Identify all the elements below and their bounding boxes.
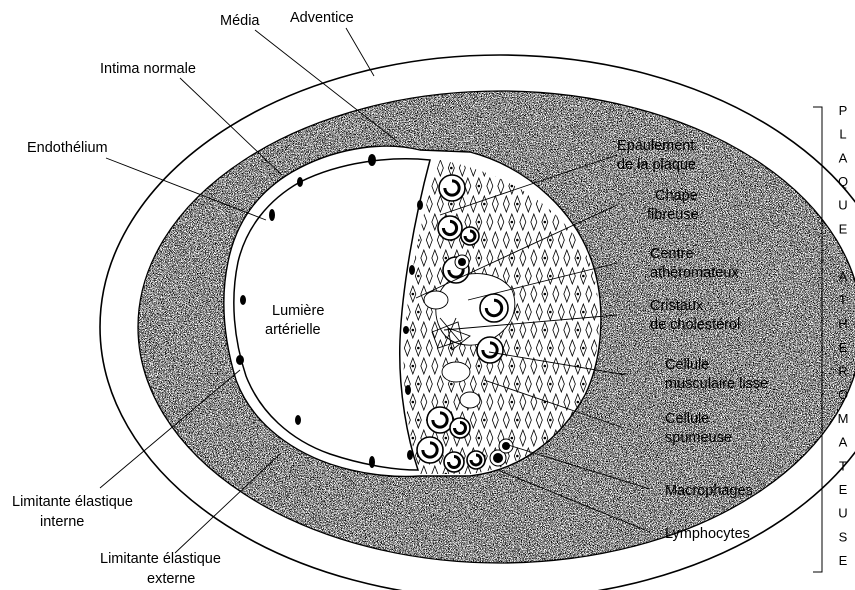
foam-cell	[461, 227, 479, 245]
label-limitante-externe-1: Limitante élastique	[100, 551, 221, 567]
label-lumiere-1: Lumière	[272, 303, 324, 319]
bracket-letter: P	[839, 103, 848, 118]
endothelial-nucleus	[409, 265, 415, 275]
foam-cell	[417, 437, 443, 463]
foam-cell	[427, 407, 453, 433]
label-limitante-externe-2: externe	[147, 571, 195, 587]
endothelial-nucleus	[297, 177, 303, 187]
bracket-letter: H	[838, 316, 847, 331]
endothelial-nucleus	[269, 209, 275, 221]
bracket-letter: T	[839, 292, 847, 307]
lipid-droplet	[442, 362, 470, 382]
label-intima-normale: Intima normale	[100, 61, 196, 77]
label-adventice: Adventice	[290, 10, 354, 26]
bracket-letter: E	[839, 221, 848, 236]
bracket-letter: E	[839, 482, 848, 497]
bracket-letter: M	[838, 411, 849, 426]
label-cristaux-2: de cholestérol	[650, 317, 740, 333]
endothelial-nucleus	[368, 154, 376, 166]
label-epaulement-2: de la plaque	[617, 157, 696, 173]
bracket-letter: A	[839, 150, 848, 165]
bracket-letter: U	[838, 506, 847, 521]
label-lymphocytes: Lymphocytes	[665, 526, 750, 542]
label-cellule-musculaire-1: Cellule	[665, 357, 709, 373]
bracket-letter: L	[839, 127, 846, 142]
bracket-letter: A	[839, 435, 848, 450]
bracket-letter: E	[839, 340, 848, 355]
label-limitante-interne-2: interne	[40, 514, 84, 530]
endothelial-nucleus	[405, 385, 411, 395]
foam-cell	[467, 451, 485, 469]
bracket-letter: U	[838, 198, 847, 213]
bracket-letter: Q	[838, 174, 848, 189]
lipid-droplet	[424, 291, 448, 309]
endothelial-nucleus	[240, 295, 246, 305]
bracket-letter: A	[839, 269, 848, 284]
endothelial-nucleus	[236, 355, 244, 365]
bracket-letter: O	[838, 387, 848, 402]
label-centre-1: Centre	[650, 246, 694, 262]
label-media: Média	[220, 13, 260, 29]
endothelial-nucleus	[407, 450, 413, 460]
label-chape-1: Chape	[655, 188, 698, 204]
foam-cell	[450, 418, 470, 438]
label-macrophages: Macrophages	[665, 483, 753, 499]
bracket-letter: R	[838, 364, 847, 379]
foam-cell	[438, 216, 462, 240]
label-epaulement-1: Epaulement	[617, 138, 694, 154]
leader-adventice	[346, 28, 374, 76]
foam-cell	[477, 337, 503, 363]
endothelial-nucleus	[403, 326, 409, 334]
foam-cell	[439, 175, 465, 201]
label-lumiere-2: artérielle	[265, 322, 321, 338]
label-cellule-spumeuse-2: spumeuse	[665, 430, 732, 446]
endothelial-nucleus	[295, 415, 301, 425]
label-cellule-spumeuse-1: Cellule	[665, 411, 709, 427]
endothelial-nucleus	[369, 456, 375, 468]
label-cellule-musculaire-2: musculaire lisse	[665, 376, 768, 392]
lipid-droplet	[460, 392, 480, 408]
label-cristaux-1: Cristaux	[650, 298, 704, 314]
bracket-letter: S	[839, 529, 848, 544]
label-centre-2: athéromateux	[650, 265, 739, 281]
foam-cell	[444, 452, 464, 472]
bracket-letter: E	[839, 553, 848, 568]
lymphocyte	[455, 255, 469, 269]
bracket-letter: T	[839, 458, 847, 473]
foam-cell	[480, 294, 508, 322]
label-chape-2: fibreuse	[647, 207, 699, 223]
label-limitante-interne-1: Limitante élastique	[12, 494, 133, 510]
endothelial-nucleus	[417, 200, 423, 210]
label-endothelium: Endothélium	[27, 140, 108, 156]
